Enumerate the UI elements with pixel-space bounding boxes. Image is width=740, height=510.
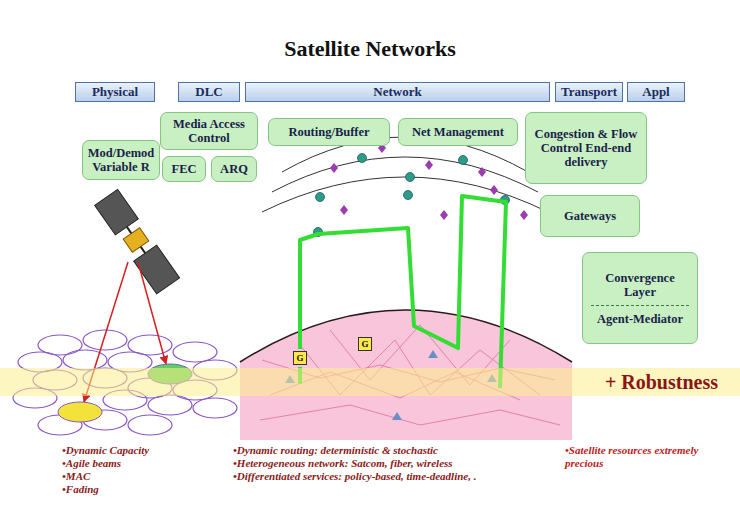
satellite-dot [404,191,413,200]
note-text: •Differentiated services: policy-based, … [233,470,476,483]
solar-panel [95,189,139,235]
note-text: •Satellite resources extremely precious [565,444,705,470]
diamond-marker [490,185,498,195]
function-box: Routing/Buffer [268,118,390,146]
node-text: Transport [561,84,617,100]
node-text: Convergence Layer [591,271,689,306]
beam-cell [193,398,237,418]
function-box: Media Access Control [160,112,258,150]
beam-cell [148,395,192,415]
node-text: FEC [172,162,197,176]
function-box: Mod/Demod Variable R [82,140,161,180]
note-text: •Agile beams [62,457,121,470]
node-text: DLC [195,84,222,100]
layer-header: Physical [75,82,155,102]
terminal-icon [392,412,402,420]
robustness-band: + Robustness [0,368,740,396]
active-beam [58,402,102,422]
diamond-marker [440,210,448,220]
layer-header: Transport [555,82,623,102]
diamond-marker [425,160,433,170]
function-box: ARQ [211,156,257,182]
satellite-dot [459,156,468,165]
node-text: Agent-Mediator [597,312,683,326]
route-path [300,196,506,388]
diagram-title: Satellite Networks [0,36,740,62]
beam-cell [63,350,107,370]
satellite-dot [358,154,367,163]
diamond-marker [340,205,348,215]
function-box: Congestion & Flow Control End-end delive… [525,112,647,184]
note-text: •Heterogeneous network: Satcom, fiber, w… [233,457,453,470]
note-text: •Dynamic routing: deterministic & stocha… [233,444,438,457]
node-text: Congestion & Flow Control End-end delive… [530,127,642,169]
node-text: Gateways [564,209,616,223]
beam-line [138,262,166,364]
node-text: G [361,339,368,349]
node-text: Net Management [412,125,504,139]
network-link [260,405,560,425]
node-text: + Robustness [605,371,718,394]
orbit-nodes [330,143,528,220]
node-text: Media Access Control [165,117,253,145]
satellite-body [123,228,149,253]
note-text: •MAC [62,470,90,483]
diamond-marker [478,167,486,177]
satellite-icon [95,189,180,294]
function-box: Convergence LayerAgent-Mediator [582,252,698,344]
layer-header: DLC [178,82,240,102]
node-text: Network [373,84,421,100]
function-box: Net Management [398,118,518,146]
node-text: Physical [92,84,138,100]
function-box: Gateways [540,195,640,237]
node-text: Routing/Buffer [288,125,369,139]
beam-cell [173,342,217,362]
diamond-marker [330,163,338,173]
satellite-dot [316,193,325,202]
layer-header: Appl [627,82,685,102]
orbit-satellites [314,154,510,237]
layer-header: Network [245,82,550,102]
node-text: Appl [642,84,669,100]
note-text: •Dynamic Capacity [62,444,149,457]
satellite-dot [406,173,415,182]
gateway-marker: G [358,337,372,351]
terminal-icon [428,350,438,358]
diamond-marker [520,210,528,220]
node-text: G [296,353,303,363]
earth-horizon [240,310,572,362]
orbit-arc [272,157,538,192]
beam-cell [128,415,172,435]
node-text: ARQ [220,162,248,176]
note-text: •Fading [62,483,99,496]
function-box: FEC [162,156,206,182]
node-text: Mod/Demod Variable R [87,146,156,174]
gateway-marker: G [293,351,307,365]
